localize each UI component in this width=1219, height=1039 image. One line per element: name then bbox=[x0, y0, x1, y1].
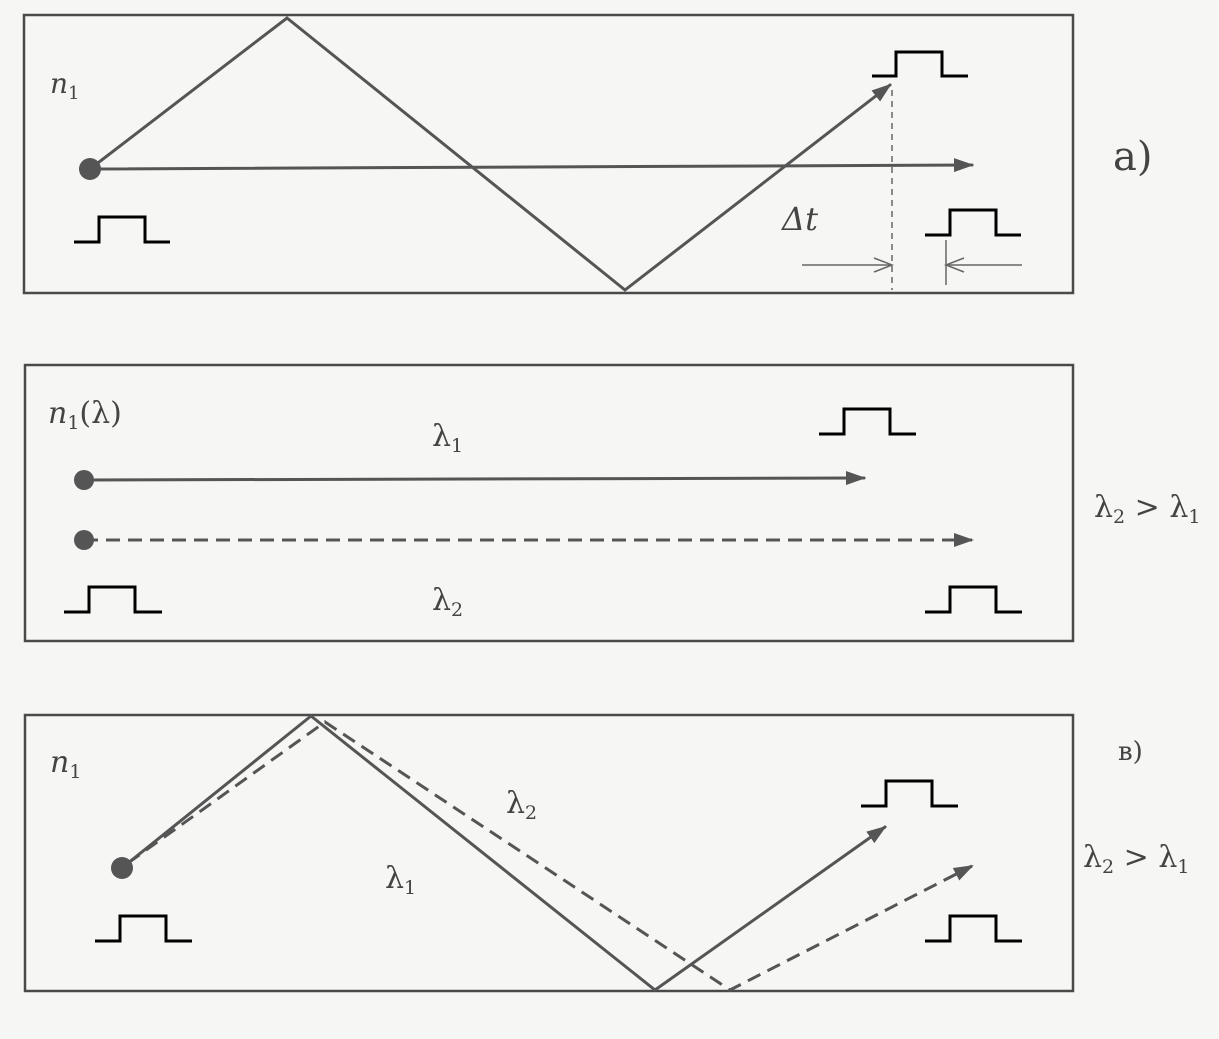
panel-c-lambda2-ray bbox=[127, 720, 974, 992]
panel-b-wavelength-relation: λ2 > λ1 bbox=[1094, 490, 1200, 528]
panel-b-refractive-index-label: n1(λ) bbox=[48, 396, 122, 434]
panel-c: n1 λ2 λ1 в) λ2 > λ1 bbox=[23, 713, 1189, 993]
panel-a-delta-arrowhead-right bbox=[943, 257, 965, 273]
panel-c-fiber-frame bbox=[23, 713, 1075, 993]
panel-a-fiber-frame bbox=[22, 13, 1075, 295]
panel-a-delta-arrowhead-left bbox=[873, 257, 895, 273]
panel-b: n1(λ) λ1 λ2 λ2 > λ1 bbox=[23, 363, 1200, 643]
panel-a-delayed-output-pulse bbox=[872, 50, 968, 78]
panel-b-lambda2-output-pulse bbox=[925, 585, 1022, 614]
panel-c-refractive-index-label: n1 bbox=[50, 745, 81, 783]
panel-a-refractive-index-label: n1 bbox=[50, 67, 80, 104]
panel-a-axial-output-pulse bbox=[925, 208, 1021, 237]
panel-c-input-pulse bbox=[95, 914, 192, 943]
panel-c-lambda1-ray bbox=[120, 714, 887, 992]
panel-b-lambda1-ray bbox=[82, 471, 866, 486]
panel-b-input-pulse bbox=[64, 585, 162, 614]
panel-a-zigzag-ray bbox=[88, 16, 892, 292]
panel-c-wavelength-relation: λ2 > λ1 bbox=[1083, 840, 1189, 878]
panel-b-lambda1-output-pulse bbox=[819, 407, 916, 436]
panel-c-lambda2-label: λ2 bbox=[506, 786, 537, 824]
panel-c-label: в) bbox=[1118, 737, 1143, 767]
panel-a-input-pulse bbox=[74, 215, 170, 244]
panel-c-lambda1-output-pulse bbox=[861, 779, 958, 808]
panel-c-lambda1-label: λ1 bbox=[385, 861, 416, 899]
panel-a-axial-ray bbox=[88, 158, 974, 173]
panel-b-lambda1-label: λ1 bbox=[432, 419, 463, 457]
panel-c-lambda2-output-pulse bbox=[925, 914, 1022, 943]
panel-a: n1 Δt a) bbox=[22, 13, 1152, 295]
panel-b-fiber-frame bbox=[23, 363, 1075, 643]
panel-b-lambda2-label: λ2 bbox=[432, 583, 463, 621]
panel-a-label: a) bbox=[1113, 134, 1152, 180]
panel-a-delta-t-label: Δt bbox=[780, 200, 818, 238]
